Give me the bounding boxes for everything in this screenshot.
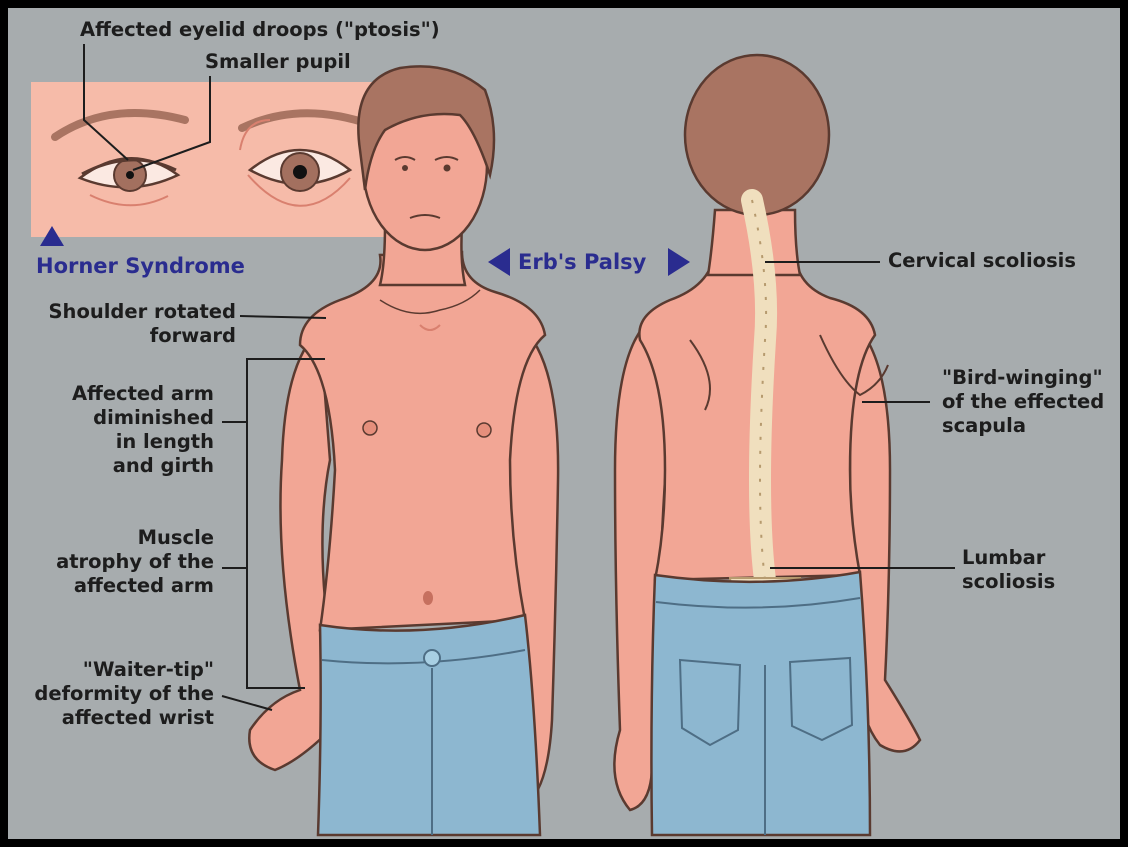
horner-syndrome-label: Horner Syndrome [36, 254, 245, 278]
shoulder-label: Shoulder rotatedforward [49, 300, 236, 348]
muscle-atrophy-label: Muscleatrophy of theaffected arm [56, 526, 214, 598]
cervical-scoliosis-label: Cervical scoliosis [888, 249, 1076, 273]
waiter-tip-label: "Waiter-tip"deformity of theaffected wri… [34, 658, 214, 730]
right-nipple [477, 423, 491, 437]
front-torso [300, 252, 545, 630]
spine [752, 200, 766, 580]
ptosis-label: Affected eyelid droops ("ptosis") [80, 18, 440, 42]
lumbar-scoliosis-label: Lumbarscoliosis [962, 546, 1055, 594]
left-nipple [363, 421, 377, 435]
affected-arm-label: Affected armdiminishedin lengthand girth [72, 382, 214, 478]
bird-winging-label: "Bird-winging"of the effectedscapula [942, 366, 1104, 438]
back-jeans [651, 572, 870, 835]
smaller-pupil-label: Smaller pupil [205, 50, 351, 74]
front-jeans [318, 615, 540, 835]
erbs-palsy-label: Erb's Palsy [518, 250, 646, 274]
navel [423, 591, 433, 605]
